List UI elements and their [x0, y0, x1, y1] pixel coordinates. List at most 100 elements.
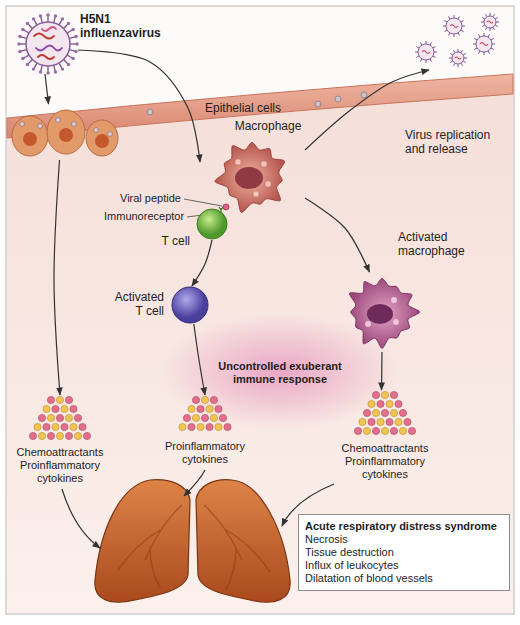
- cytokine-dot: [210, 396, 217, 403]
- virion: [20, 122, 25, 127]
- virus-spike-tip: [54, 14, 57, 17]
- cytokine-dot: [381, 409, 388, 416]
- macrophage-cell-drawing: [200, 134, 305, 214]
- virus-spike: [54, 65, 56, 71]
- virion: [147, 109, 153, 115]
- virus-spike-tip: [71, 57, 74, 60]
- cytokine-dot: [215, 423, 222, 430]
- annotation: Uncontrolled exuberant immune response: [208, 360, 352, 386]
- macrophage-cell: Macrophage: [200, 134, 305, 214]
- cytokine-dot: [377, 400, 384, 407]
- virus-spike-tip: [32, 17, 35, 20]
- syndrome-item: Necrosis: [305, 533, 503, 546]
- arrow-connector: [381, 352, 383, 390]
- cytokine-dot: [61, 423, 68, 430]
- vacuole: [365, 321, 371, 327]
- viral-rna: [422, 51, 430, 54]
- virus-spike: [20, 43, 26, 44]
- virion: [443, 15, 465, 37]
- cytokine-dot: [368, 400, 375, 407]
- cytokine-cluster-drawing: [350, 390, 420, 435]
- cytokine-dot: [386, 418, 393, 425]
- virus-spike-tip: [67, 22, 70, 25]
- arrow-connector: [54, 160, 60, 395]
- cytokine-dot: [390, 427, 397, 434]
- syndrome-title: Acute respiratory distress syndrome: [305, 520, 503, 533]
- cytokine-dot: [215, 405, 222, 412]
- cytokine-cluster-drawing: [20, 395, 100, 440]
- virus-spike-tip: [18, 35, 21, 38]
- right-lung: [196, 480, 290, 603]
- cytokine-dot: [43, 423, 50, 430]
- infected-epithelial-cells-drawing: [10, 104, 120, 160]
- callout-label: Viral peptide: [120, 192, 181, 205]
- bronchi: [204, 505, 270, 590]
- virion: [108, 132, 113, 137]
- tissue-ground: [7, 94, 513, 613]
- cytokine-dot: [29, 432, 36, 439]
- cell-label: Proinflammatory cytokines: [155, 440, 255, 466]
- virus-spike-tip: [61, 67, 64, 70]
- cytokine-dot: [363, 427, 370, 434]
- activated-macrophage-drawing: [340, 272, 424, 352]
- t-cell-drawing: [196, 208, 228, 240]
- cytokine-dot: [179, 423, 186, 430]
- virus-spike-tip: [18, 50, 21, 53]
- cytokine-dot: [65, 432, 72, 439]
- virus-spike: [24, 55, 29, 58]
- virus-spike: [59, 63, 62, 68]
- arrow-connector: [78, 50, 200, 162]
- viral-rna: [42, 27, 56, 31]
- virus-spike: [28, 60, 32, 64]
- cytokine-dot: [206, 405, 213, 412]
- cytokine-dot: [188, 405, 195, 412]
- cytokine-dot: [197, 405, 204, 412]
- virus-spike-tip: [32, 67, 35, 70]
- virus-particle: H5N1 influenzavirus: [18, 14, 78, 74]
- virus-spike-tip: [21, 57, 24, 60]
- virus-spike-tip: [26, 22, 29, 25]
- virus-spike: [21, 50, 27, 52]
- virus-envelope: [26, 22, 70, 66]
- cytokine-dot: [56, 396, 63, 403]
- virion: [56, 118, 61, 123]
- virus-spike-tip: [61, 17, 64, 20]
- cytokine-dot: [52, 423, 59, 430]
- virus-spike: [69, 37, 75, 39]
- cytokine-dot: [47, 432, 54, 439]
- virion-envelope: [476, 36, 492, 52]
- cytokine-dot: [70, 423, 77, 430]
- virion-cluster: Virus replication and release: [410, 10, 505, 70]
- virus-spike-tip: [67, 63, 70, 66]
- virus-spike: [24, 30, 29, 33]
- cytokine-dot: [56, 414, 63, 421]
- viral-rna: [455, 57, 461, 59]
- cytokine-dot: [61, 405, 68, 412]
- cytokine-dot: [377, 418, 384, 425]
- virus-spike-tip: [39, 70, 42, 73]
- viral-rna: [38, 55, 54, 59]
- syndrome-item: Tissue destruction: [305, 546, 503, 559]
- virus-spike-tip: [54, 70, 57, 73]
- virus-spike: [41, 17, 43, 23]
- cytokine-dot: [368, 418, 375, 425]
- virion: [94, 128, 99, 133]
- virus-spike: [67, 30, 72, 33]
- left-lung: [95, 480, 190, 603]
- cytokine-dot: [192, 414, 199, 421]
- cytokine-dot: [201, 414, 208, 421]
- cell-label: T cell: [140, 234, 190, 248]
- epithelial-cell: [12, 116, 48, 156]
- cytokine-dot: [206, 423, 213, 430]
- cytokine-dot: [399, 409, 406, 416]
- cytokine-dot: [372, 409, 379, 416]
- virus-spike: [59, 20, 62, 25]
- virus-spike-tip: [74, 35, 77, 38]
- virus-spike: [54, 17, 56, 23]
- cytokine-dot: [372, 391, 379, 398]
- t-cell-body: [172, 287, 208, 323]
- cytokine-dot: [79, 423, 86, 430]
- viral-peptide: [223, 204, 229, 210]
- cytokine-dot: [47, 414, 54, 421]
